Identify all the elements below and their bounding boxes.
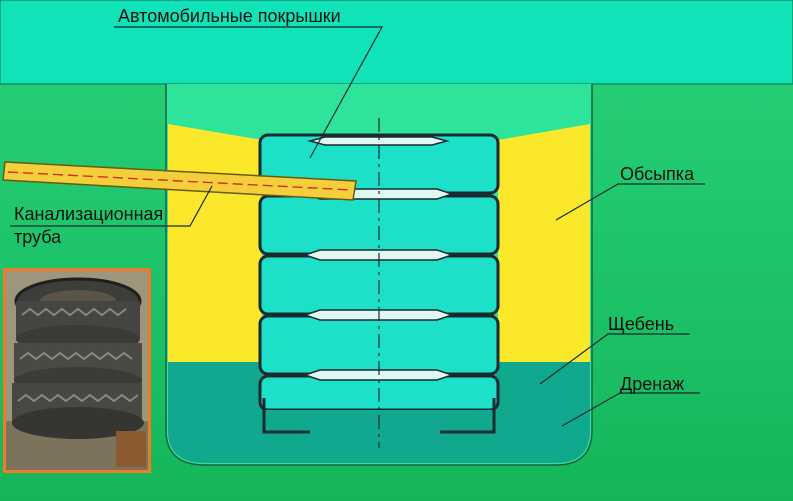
label-pipe-line1: Канализационная [14, 203, 163, 225]
label-gravel: Щебень [608, 313, 674, 335]
backfill-right [498, 124, 590, 362]
stacked-tires-photo-icon [6, 271, 148, 470]
label-drainage: Дренаж [620, 373, 684, 395]
tires-photo [3, 268, 151, 473]
label-backfill: Обсыпка [620, 163, 694, 185]
label-pipe-line2: труба [14, 226, 61, 248]
backfill-left [168, 124, 262, 362]
label-tires: Автомобильные покрышки [118, 5, 341, 27]
